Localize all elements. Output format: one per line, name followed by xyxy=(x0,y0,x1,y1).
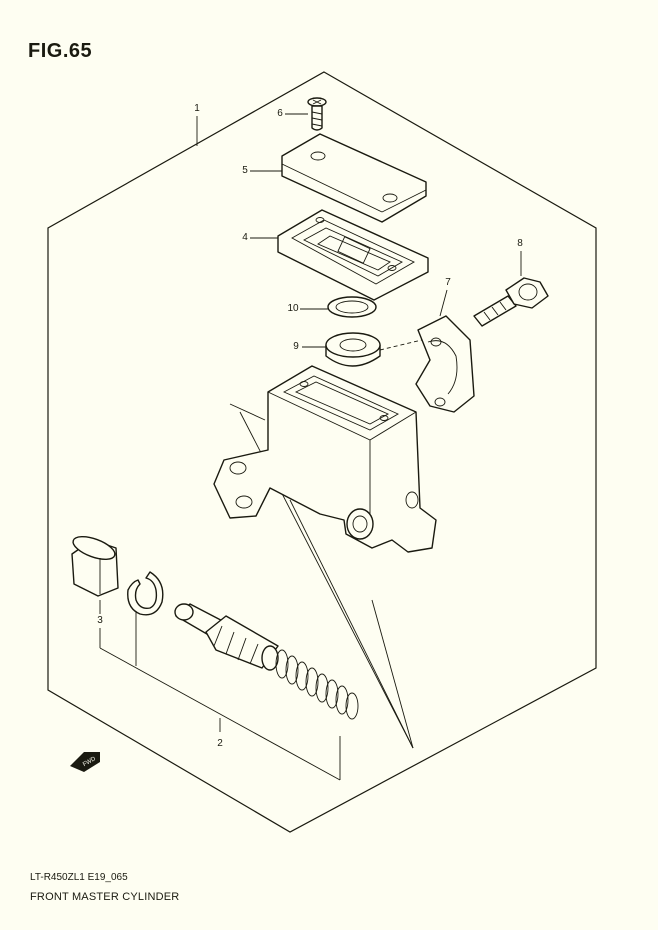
assembly-outline xyxy=(47,71,597,833)
part-clamp-holder xyxy=(415,315,475,413)
callout-8: 8 xyxy=(517,238,523,249)
callout-7: 7 xyxy=(445,277,451,288)
part-reservoir-cap xyxy=(281,133,427,223)
callout-2: 2 xyxy=(217,738,223,749)
diagram-code: LT-R450ZL1 E19_065 xyxy=(30,872,128,883)
callout-1: 1 xyxy=(194,103,200,114)
fwd-arrow-icon: FWD xyxy=(70,752,100,772)
callout-6: 6 xyxy=(277,108,283,119)
part-circlip xyxy=(127,571,164,616)
spring-coils xyxy=(275,649,359,720)
part-seal-boot xyxy=(325,332,381,367)
leader-lines xyxy=(99,113,522,781)
part-master-cylinder-body xyxy=(213,365,437,553)
part-bolt xyxy=(473,277,549,327)
callout-10: 10 xyxy=(287,303,299,314)
diagram-caption: FRONT MASTER CYLINDER xyxy=(30,891,180,903)
callout-3: 3 xyxy=(97,615,103,626)
callout-4: 4 xyxy=(242,232,248,243)
part-diaphragm xyxy=(277,209,429,301)
figure-title: FIG.65 xyxy=(28,40,93,62)
part-dust-boot xyxy=(71,535,119,597)
part-screw xyxy=(307,97,327,131)
callout-5: 5 xyxy=(242,165,248,176)
callout-9: 9 xyxy=(293,341,299,352)
part-o-ring xyxy=(327,296,377,318)
part-piston-spring xyxy=(174,603,359,720)
